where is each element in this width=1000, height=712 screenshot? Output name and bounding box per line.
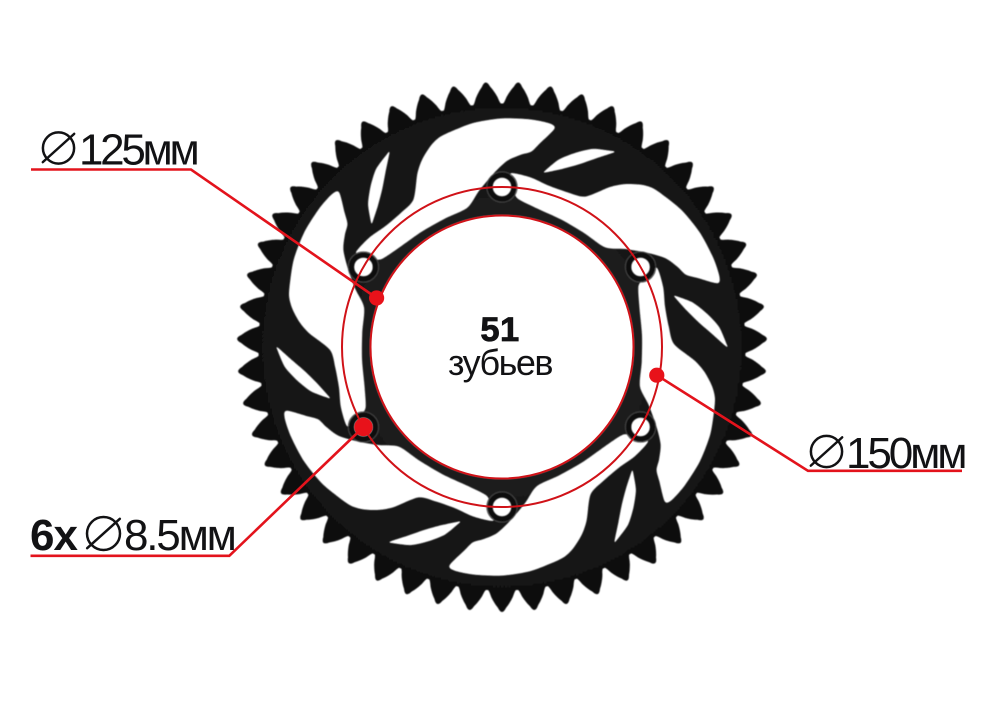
svg-text:125мм: 125мм bbox=[79, 126, 197, 175]
svg-text:150мм: 150мм bbox=[846, 429, 965, 478]
svg-text:зубьев: зубьев bbox=[448, 342, 552, 383]
svg-text:8.5мм: 8.5мм bbox=[124, 511, 235, 560]
svg-text:51: 51 bbox=[480, 311, 519, 349]
svg-text:6x: 6x bbox=[30, 511, 78, 560]
